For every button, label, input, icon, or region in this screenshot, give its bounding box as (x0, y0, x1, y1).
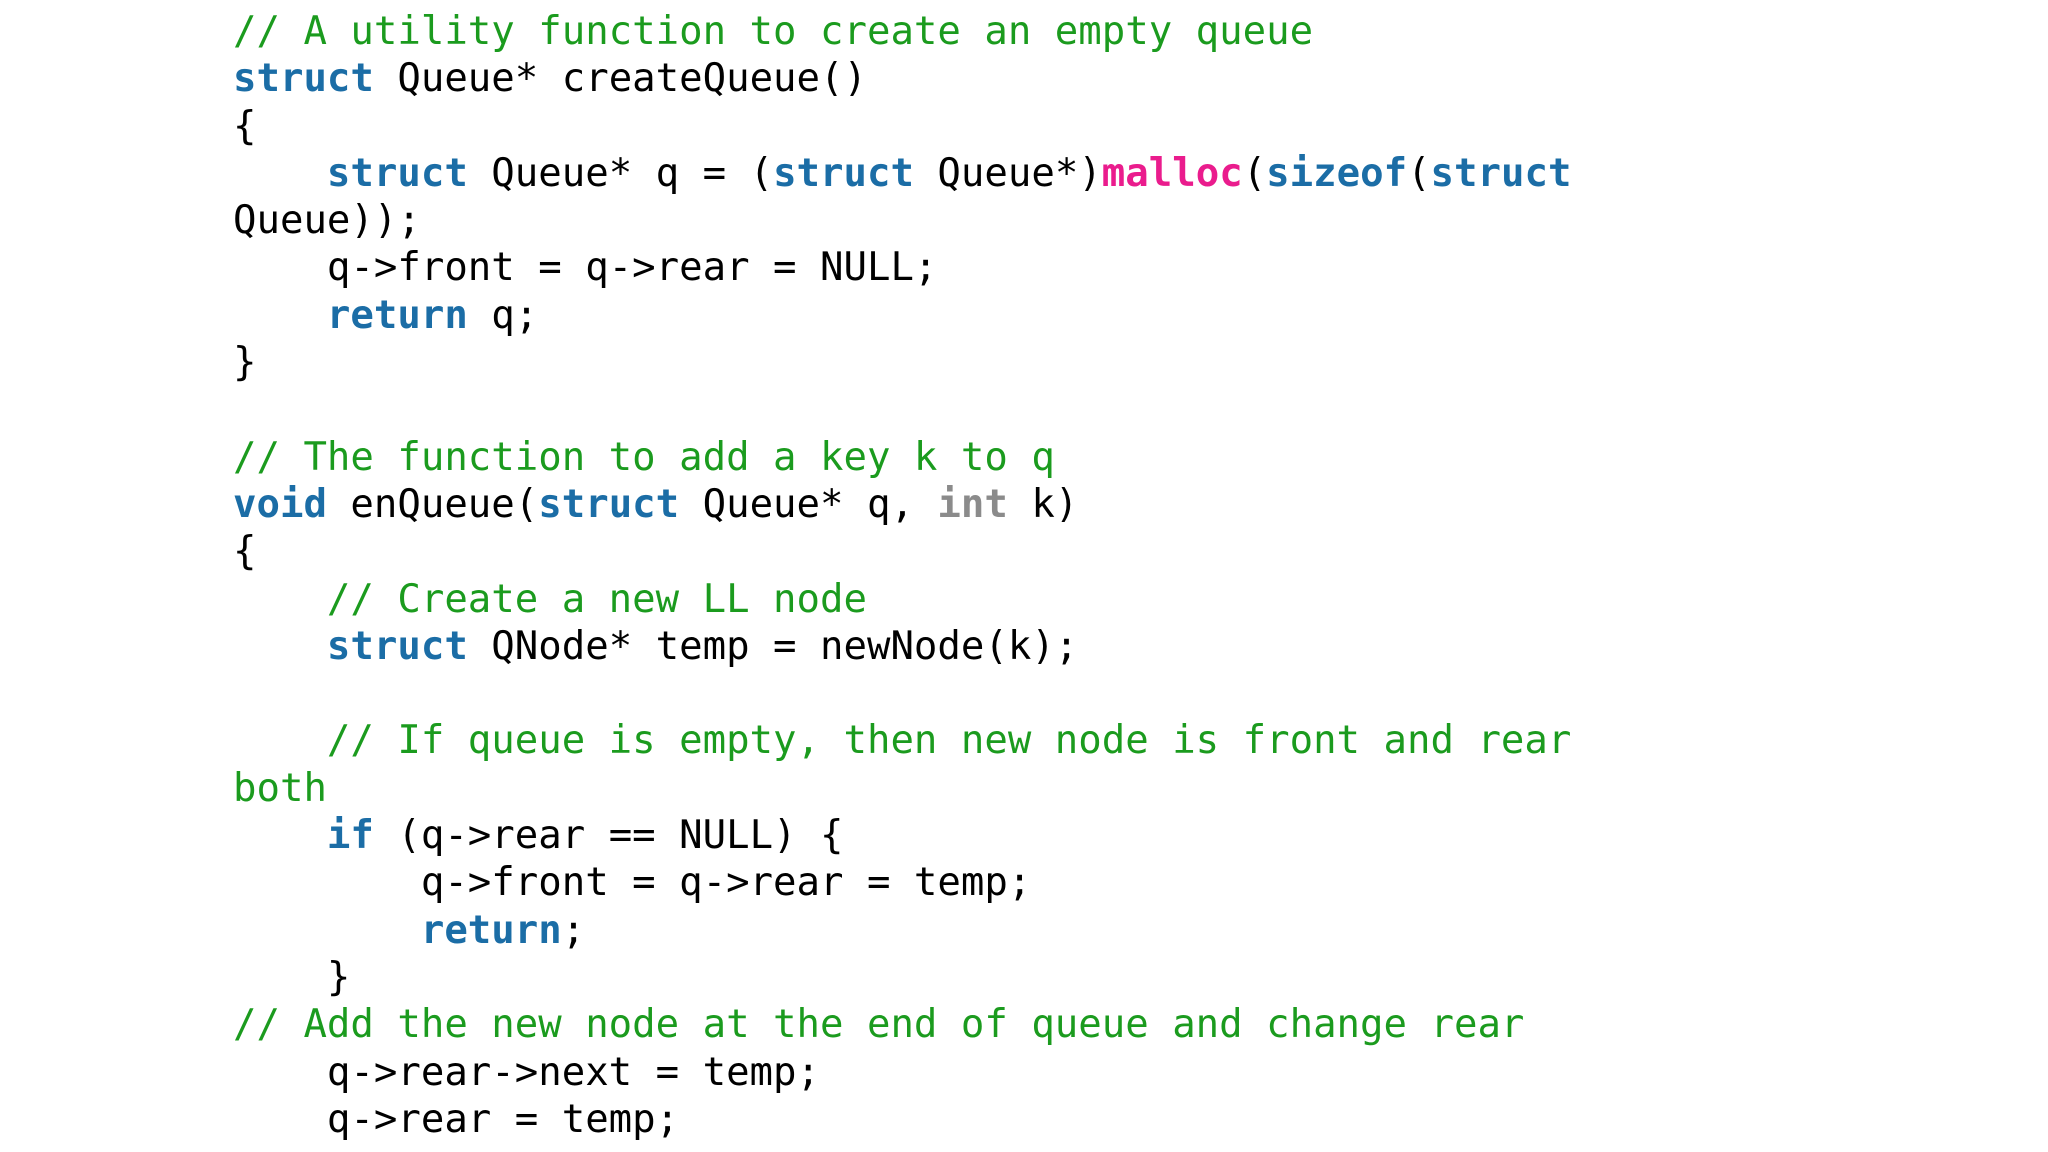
code-token-plain (233, 293, 327, 338)
code-token-plain: { (233, 103, 257, 149)
code-line: struct Queue* createQueue() (233, 55, 1571, 102)
code-token-plain: Queue* q, (679, 481, 938, 527)
code-token-plain (233, 624, 327, 669)
code-token-keyword: struct (1430, 150, 1572, 196)
code-token-plain: QNode* temp = newNode(k); (467, 623, 1079, 669)
code-token-keyword: if (326, 813, 374, 859)
code-line: // Create a new LL node (233, 576, 1571, 623)
code-token-comment: // Create a new LL node (326, 576, 867, 622)
code-line: // If queue is empty, then new node is f… (233, 717, 1571, 764)
code-line: Queue)); (233, 197, 1571, 244)
code-token-keyword: struct (773, 150, 914, 196)
code-line: // The function to add a key k to q (233, 434, 1571, 481)
code-token-plain: ; (561, 907, 586, 953)
code-line: q->front = q->rear = NULL; (233, 244, 1571, 291)
code-token-comment: both (233, 765, 327, 811)
code-token-plain: } (233, 340, 257, 386)
code-token-comment: // The function to add a key k to q (233, 434, 1055, 480)
code-token-comment: // A utility function to create an empty… (233, 9, 1314, 54)
code-token-plain: } (233, 954, 351, 1000)
code-token-plain: k) (1007, 481, 1079, 527)
code-token-keyword: struct (233, 56, 374, 102)
code-line: q->front = q->rear = temp; (233, 859, 1571, 906)
code-token-comment: // Add the new node at the end of queue … (233, 1002, 1525, 1048)
code-line: struct QNode* temp = newNode(k); (233, 623, 1571, 670)
code-token-keyword: void (233, 481, 327, 527)
code-line: q->rear->next = temp; (233, 1049, 1571, 1096)
code-line: return q; (233, 292, 1571, 339)
code-token-plain (233, 151, 327, 196)
code-token-keyword: return (420, 907, 562, 953)
code-line: } (233, 339, 1571, 386)
code-line: { (233, 528, 1571, 575)
code-token-plain: { (233, 529, 257, 575)
code-line (233, 386, 1571, 433)
code-line (233, 670, 1571, 717)
code-token-plain: Queue*) (913, 150, 1102, 196)
code-token-plain (233, 718, 327, 763)
code-line: void enQueue(struct Queue* q, int k) (233, 481, 1571, 528)
code-line: q->rear = temp; (233, 1096, 1571, 1143)
code-token-plain: ( (1407, 150, 1431, 196)
code-token-plain: q->rear = temp; (233, 1096, 680, 1142)
code-token-plain: enQueue( (326, 481, 539, 527)
code-token-keyword: struct (326, 150, 468, 196)
code-token-function: malloc (1101, 150, 1243, 196)
code-line: // A utility function to create an empty… (233, 8, 1571, 55)
code-line: } (233, 954, 1571, 1001)
code-token-keyword: sizeof (1266, 150, 1408, 196)
code-token-plain: (q->rear == NULL) { (373, 813, 844, 859)
code-token-keyword: return (326, 292, 468, 338)
code-token-plain (233, 908, 421, 953)
code-block: // A utility function to create an empty… (233, 8, 1571, 1143)
code-token-plain: q->front = q->rear = NULL; (233, 245, 938, 291)
code-token-plain: q->front = q->rear = temp; (233, 860, 1032, 906)
code-token-type_muted: int (937, 481, 1008, 527)
code-token-plain: Queue* q = ( (467, 150, 774, 196)
code-line: { (233, 103, 1571, 150)
code-line: return; (233, 907, 1571, 954)
code-token-plain: Queue)); (233, 198, 421, 244)
code-token-plain: q; (467, 292, 539, 338)
code-token-comment: // If queue is empty, then new node is f… (326, 718, 1572, 764)
code-token-plain (233, 813, 327, 858)
code-token-plain: ( (1242, 150, 1267, 196)
code-token-keyword: struct (538, 481, 680, 527)
code-token-plain (233, 577, 327, 622)
code-token-plain: Queue* createQueue() (373, 56, 867, 102)
code-line: // Add the new node at the end of queue … (233, 1001, 1571, 1048)
code-token-keyword: struct (326, 623, 468, 669)
code-token-plain: q->rear->next = temp; (233, 1049, 820, 1095)
code-line: struct Queue* q = (struct Queue*)malloc(… (233, 150, 1572, 197)
code-line: if (q->rear == NULL) { (233, 812, 1571, 859)
code-line: both (233, 765, 1571, 812)
